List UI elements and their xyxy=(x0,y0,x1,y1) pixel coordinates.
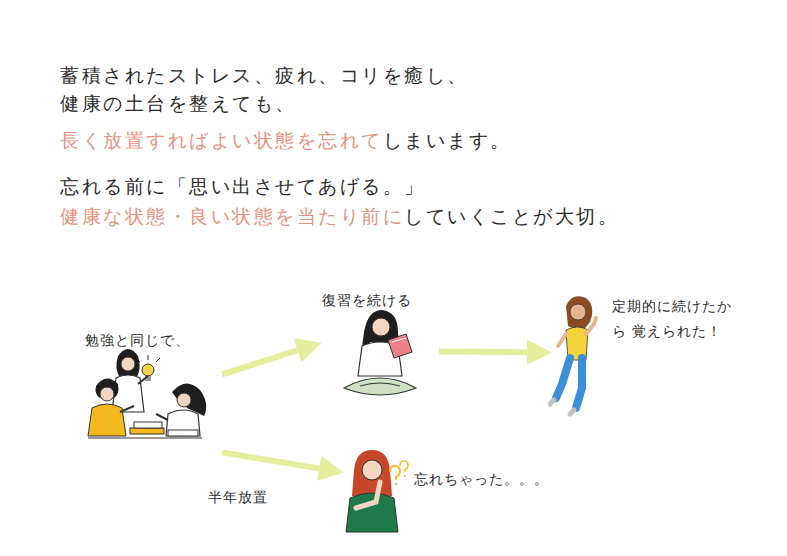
body-text: 忘れる前に「思い出させてあげる。」 xyxy=(60,175,426,197)
text-line: 長く放置すればよい状態を忘れてしまいます。 xyxy=(60,128,512,154)
node-text: 復習を続ける xyxy=(322,288,412,313)
body-text: 蓄積されたストレス、疲れ、コリを癒し、 xyxy=(60,64,469,86)
node-text: 定期的に続けたから 覚えられた！ xyxy=(612,294,746,343)
text-line: 健康の土台を整えても、 xyxy=(60,91,297,117)
text-line: 忘れる前に「思い出させてあげる。」 xyxy=(60,174,426,200)
arrow-connector xyxy=(439,348,542,355)
highlight-text: 健康な状態・良い状態を当たり前に xyxy=(60,205,404,227)
illustration-group: 忘れちゃった。。。 xyxy=(340,448,555,536)
text-line: 健康な状態・良い状態を当たり前にしていくことが大切。 xyxy=(60,204,619,230)
edge-label: 半年放置 xyxy=(205,489,271,507)
reading-woman-illustration xyxy=(344,310,416,395)
illustration-group: 定期的に続けたから 覚えられた！ xyxy=(548,290,752,420)
illustration-group: 勉強と同じで、 xyxy=(78,325,218,455)
body-text: 健康の土台を整えても、 xyxy=(60,92,297,114)
arrow-connector xyxy=(222,452,334,470)
body-text: していくことが大切。 xyxy=(404,205,619,227)
illustration-group: 復習を続ける xyxy=(318,287,423,400)
jumping-woman-illustration xyxy=(550,296,596,414)
node-text: 忘れちゃった。。。 xyxy=(414,467,549,492)
study-group-illustration xyxy=(88,349,206,438)
highlight-text: 長く放置すればよい状態を忘れて xyxy=(60,129,383,151)
text-line: 蓄積されたストレス、疲れ、コリを癒し、 xyxy=(60,63,469,89)
body-text: しまいます。 xyxy=(383,129,512,151)
arrow-connector xyxy=(222,346,312,375)
confused-woman-illustration xyxy=(346,450,408,532)
node-text: 勉強と同じで、 xyxy=(85,328,190,353)
